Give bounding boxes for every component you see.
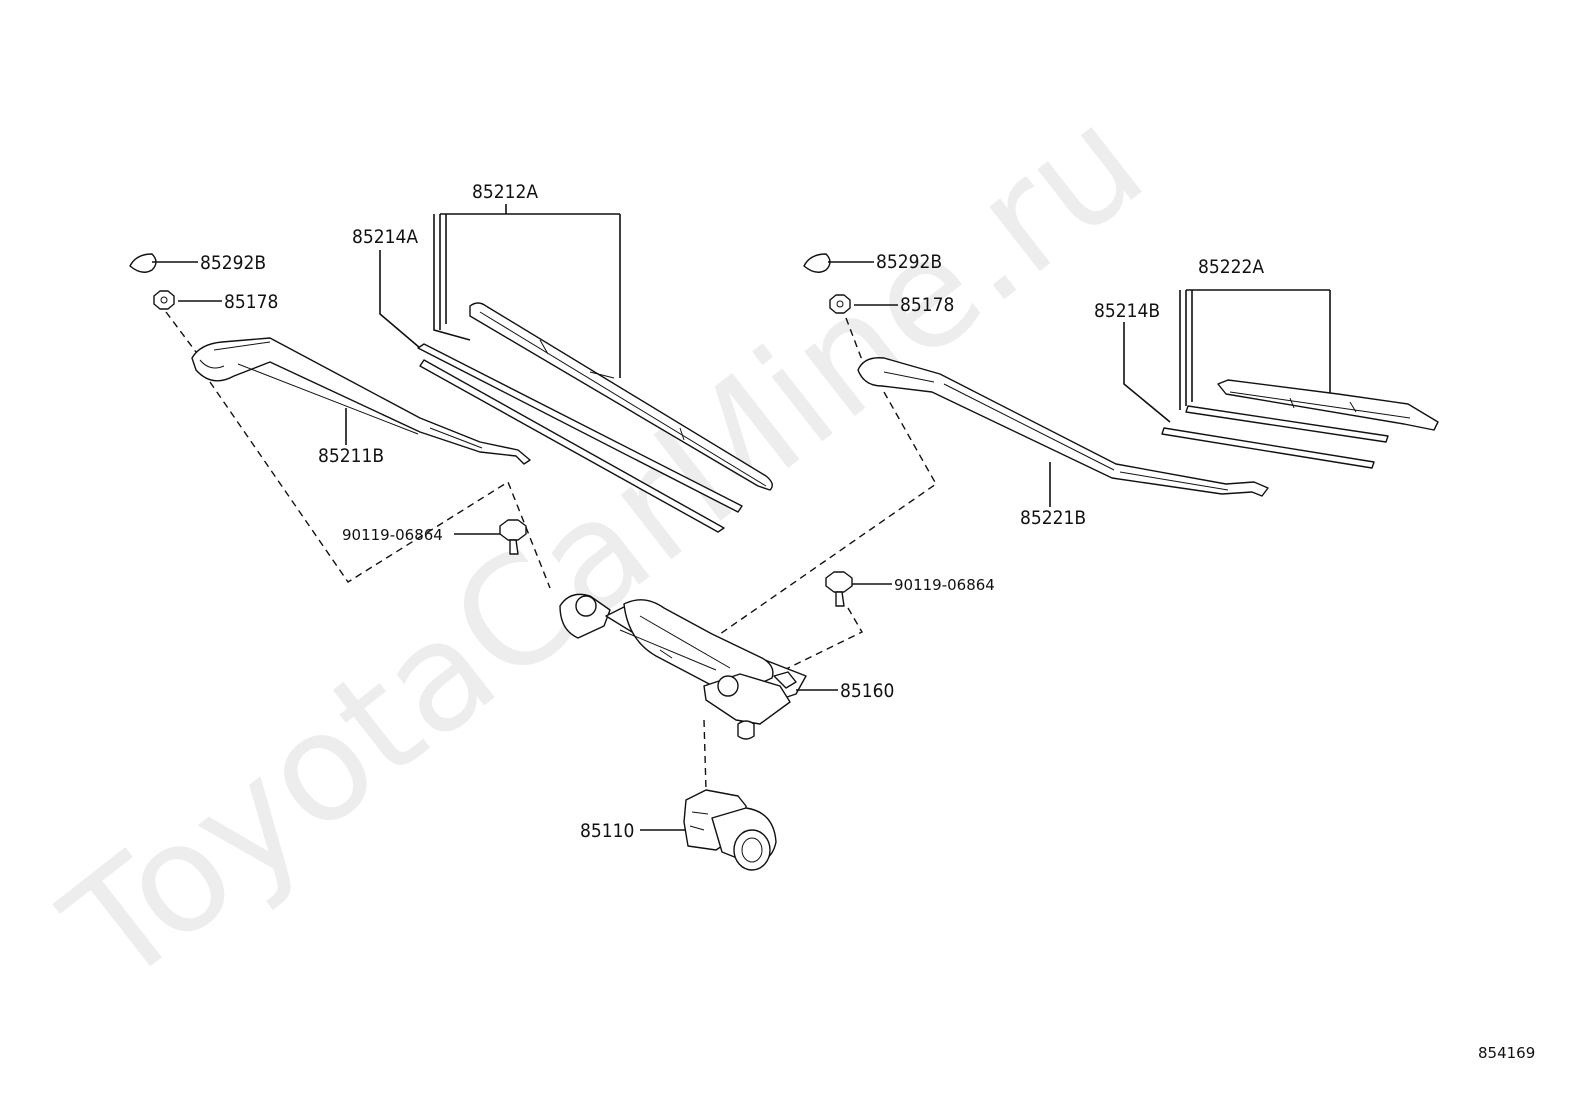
- callout-right-blade-assy: 85222A: [1198, 256, 1264, 278]
- left-cap-part: [129, 253, 157, 273]
- right-cap-part: [803, 253, 831, 273]
- right-wiper-blade-part: [1161, 379, 1439, 469]
- callout-motor: 85110: [580, 820, 634, 842]
- right-wiper-arm-part: [857, 357, 1269, 497]
- callout-right-bolt: 90119-06864: [894, 576, 995, 594]
- left-nut-part: [153, 290, 175, 310]
- wiper-motor-part: [683, 789, 777, 871]
- callout-right-blade-rubber: 85214B: [1094, 300, 1160, 322]
- callout-right-arm: 85221B: [1020, 507, 1086, 529]
- callout-right-cap: 85292B: [876, 251, 942, 273]
- left-wiper-blade-part: [417, 302, 773, 533]
- callout-left-arm: 85211B: [318, 445, 384, 467]
- right-bolt-part: [825, 571, 853, 607]
- callout-right-nut: 85178: [900, 294, 954, 316]
- callout-left-blade-rubber: 85214A: [352, 226, 418, 248]
- right-nut-part: [829, 294, 851, 314]
- wiper-link-assembly-part: [559, 593, 807, 740]
- callout-left-blade-assy: 85212A: [472, 181, 538, 203]
- left-bolt-part: [499, 519, 527, 555]
- callout-link-assy: 85160: [840, 680, 894, 702]
- figure-number: 854169: [1478, 1044, 1535, 1062]
- callout-left-cap: 85292B: [200, 252, 266, 274]
- left-wiper-arm-part: [191, 337, 531, 465]
- watermark: ToyotaCarMine.ru: [34, 74, 1175, 1018]
- callout-left-nut: 85178: [224, 291, 278, 313]
- callout-left-bolt: 90119-06864: [342, 526, 443, 544]
